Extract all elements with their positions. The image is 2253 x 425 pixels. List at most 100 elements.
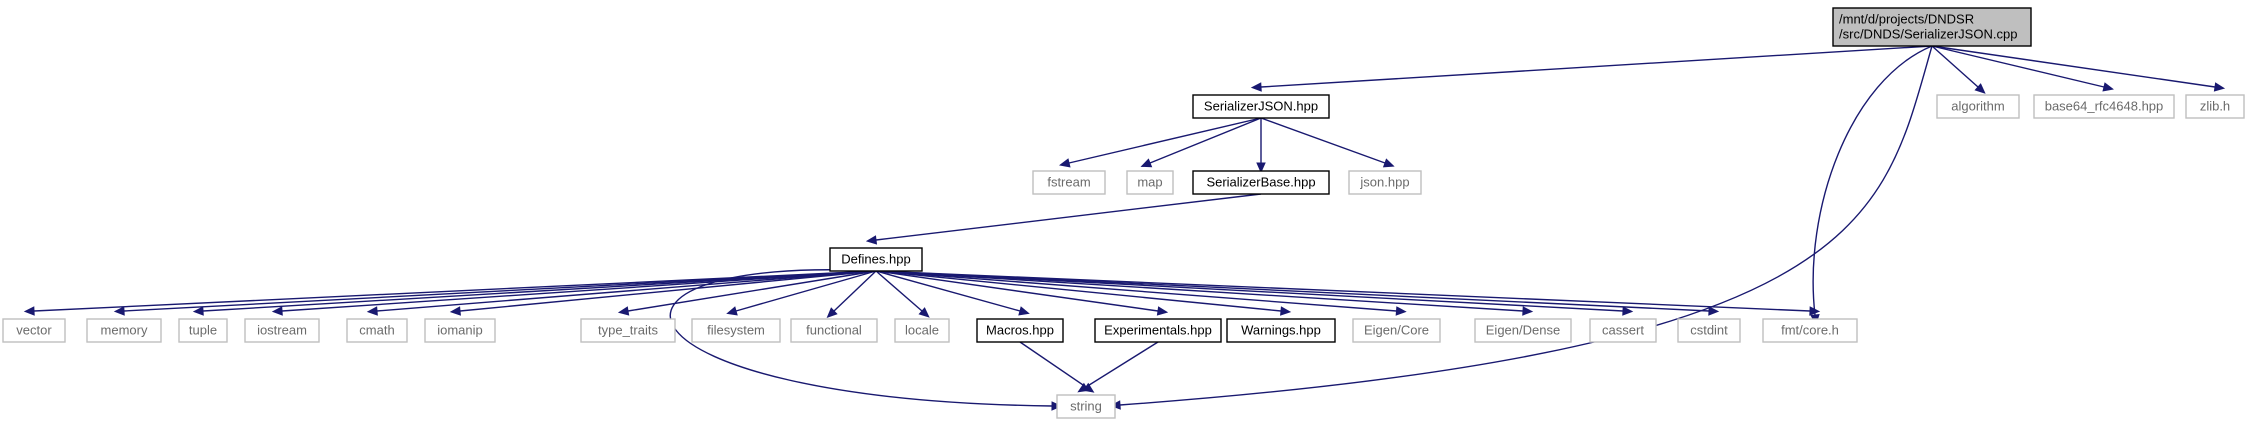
edge-line xyxy=(875,270,1159,312)
node-label: fstream xyxy=(1047,175,1090,190)
node-box xyxy=(1677,318,1741,343)
node-label: Warnings.hpp xyxy=(1241,323,1321,338)
edge-line xyxy=(1068,117,1262,164)
edge-defines-to-locale xyxy=(875,270,930,318)
edge-serializer_json-to-json xyxy=(1260,117,1395,168)
node-cmath: cmath xyxy=(346,318,408,343)
node-label: algorithm xyxy=(1951,99,2004,114)
node-label: Defines.hpp xyxy=(841,252,910,267)
edge-defines-to-iomanip xyxy=(449,270,877,316)
edge-line xyxy=(459,270,877,312)
node-iomanip: iomanip xyxy=(424,318,496,343)
edge-line xyxy=(1931,45,2216,88)
node-zlib: zlib.h xyxy=(2185,94,2245,119)
node-memory: memory xyxy=(86,318,162,343)
arrowhead xyxy=(1059,158,1071,168)
node-box xyxy=(1832,7,2032,47)
node-fstream: fstream xyxy=(1032,170,1106,195)
node-label: Eigen/Core xyxy=(1364,323,1429,338)
node-box xyxy=(1094,318,1222,343)
arrowhead xyxy=(1809,306,1821,316)
edge-defines-to-iostream xyxy=(271,270,877,316)
arrowhead xyxy=(113,306,125,316)
node-root[interactable]: /mnt/d/projects/DNDSR/src/DNDS/Serialize… xyxy=(1832,7,2032,47)
edge-line xyxy=(875,270,1021,312)
node-label: Experimentals.hpp xyxy=(1104,323,1212,338)
node-label: cmath xyxy=(359,323,394,338)
edge-line xyxy=(1149,117,1262,164)
arrowhead xyxy=(918,307,930,318)
node-label: base64_rfc4648.hpp xyxy=(2045,99,2164,114)
edge-root-to-serializer_json xyxy=(1250,45,1933,92)
node-string: string xyxy=(1056,394,1116,419)
edge-line xyxy=(875,270,1710,312)
node-layer: /mnt/d/projects/DNDSR/src/DNDS/Serialize… xyxy=(2,7,2245,419)
node-box xyxy=(829,247,923,272)
node-map: map xyxy=(1126,170,1174,195)
edge-defines-to-memory xyxy=(113,270,877,316)
node-box xyxy=(580,318,676,343)
node-label: Eigen/Dense xyxy=(1486,323,1560,338)
node-box xyxy=(1226,318,1336,343)
node-label: locale xyxy=(905,323,939,338)
edge-line xyxy=(669,269,1053,407)
node-box xyxy=(2185,94,2245,119)
node-label: map xyxy=(1137,175,1162,190)
edge-line xyxy=(735,270,877,312)
edge-defines-to-warnings xyxy=(875,270,1292,316)
node-tuple: tuple xyxy=(178,318,228,343)
node-label: Macros.hpp xyxy=(986,323,1054,338)
node-box xyxy=(2,318,66,343)
node-locale: locale xyxy=(894,318,950,343)
edge-root-to-fmt_core xyxy=(1810,45,1933,326)
edge-experimentals-to-string xyxy=(1077,341,1159,393)
edge-line xyxy=(627,270,877,312)
node-box xyxy=(1192,94,1330,119)
node-iostream: iostream xyxy=(244,318,320,343)
node-cassert: cassert xyxy=(1589,318,1657,343)
node-box xyxy=(1126,170,1174,195)
node-label: /mnt/d/projects/DNDSR xyxy=(1839,12,1974,27)
arrowhead xyxy=(826,307,838,319)
node-type-traits: type_traits xyxy=(580,318,676,343)
arrowhead xyxy=(1280,306,1292,316)
edge-line xyxy=(875,270,1811,312)
node-filesystem: filesystem xyxy=(691,318,781,343)
node-box xyxy=(178,318,228,343)
arrowhead xyxy=(271,306,283,316)
arrowhead xyxy=(1018,306,1030,316)
node-experimentals[interactable]: Experimentals.hpp xyxy=(1094,318,1222,343)
arrowhead xyxy=(1140,158,1153,168)
node-label: json.hpp xyxy=(1359,175,1409,190)
node-label: string xyxy=(1070,399,1102,414)
edge-line xyxy=(1260,45,1933,88)
node-serializer-base[interactable]: SerializerBase.hpp xyxy=(1192,170,1330,195)
node-label: filesystem xyxy=(707,323,765,338)
edge-line xyxy=(1085,341,1159,388)
edge-layer xyxy=(23,45,2226,411)
arrowhead xyxy=(865,235,878,245)
node-label: cstdint xyxy=(1690,323,1728,338)
edge-defines-to-cmath xyxy=(366,270,877,316)
node-box xyxy=(346,318,408,343)
node-defines[interactable]: Defines.hpp xyxy=(829,247,923,272)
arrowhead xyxy=(1522,306,1534,316)
node-box xyxy=(1056,394,1116,419)
node-macros[interactable]: Macros.hpp xyxy=(976,318,1064,343)
arrowhead xyxy=(449,306,461,316)
edge-line xyxy=(1119,45,1933,406)
node-cstdint: cstdint xyxy=(1677,318,1741,343)
node-fmt-core: fmt/core.h xyxy=(1762,318,1858,343)
node-label: SerializerBase.hpp xyxy=(1206,175,1315,190)
arrowhead xyxy=(617,306,630,316)
edge-line xyxy=(1931,45,2105,88)
node-vector: vector xyxy=(2,318,66,343)
edge-defines-to-experimentals xyxy=(875,270,1169,316)
edge-line xyxy=(875,270,923,312)
node-serializer-json[interactable]: SerializerJSON.hpp xyxy=(1192,94,1330,119)
node-warnings[interactable]: Warnings.hpp xyxy=(1226,318,1336,343)
edge-line xyxy=(1260,117,1386,164)
node-label: type_traits xyxy=(598,323,658,338)
node-eigen-dense: Eigen/Dense xyxy=(1474,318,1572,343)
node-label: zlib.h xyxy=(2200,99,2230,114)
